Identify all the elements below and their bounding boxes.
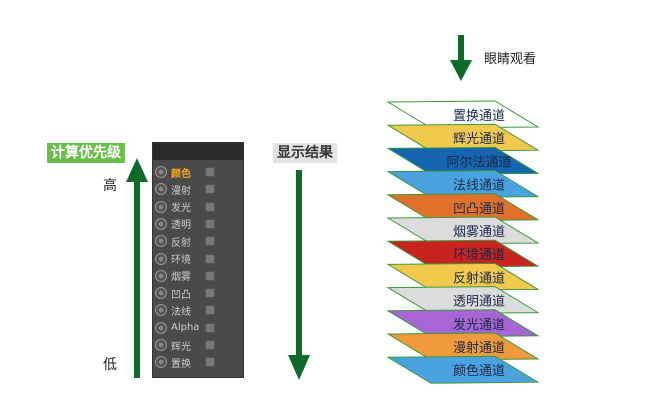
channel-row[interactable]: 颜色 bbox=[155, 164, 215, 180]
layer-plane bbox=[386, 100, 540, 129]
channel-label: 透明 bbox=[171, 220, 191, 232]
layer-label: 阿尔法通道 bbox=[446, 155, 511, 170]
channel-panel: 颜色漫射发光透明反射环境烟雾凹凸法线 Alpha 辉光置换 bbox=[152, 142, 244, 378]
checkbox[interactable] bbox=[205, 288, 215, 299]
layer-plane bbox=[386, 332, 540, 361]
checkbox[interactable] bbox=[205, 253, 215, 264]
channel-row[interactable]: 漫射 bbox=[155, 181, 215, 197]
channel-row[interactable]: 置换 bbox=[155, 354, 215, 370]
channel-label: 烟雾 bbox=[171, 272, 191, 284]
checkbox[interactable] bbox=[205, 270, 215, 281]
layer-plane bbox=[386, 216, 540, 245]
radio-icon[interactable] bbox=[155, 321, 167, 334]
high-label: 高 bbox=[103, 178, 117, 194]
channel-row[interactable]: 环境 bbox=[155, 251, 215, 267]
layer-plane bbox=[386, 146, 540, 175]
radio-icon[interactable] bbox=[155, 269, 167, 282]
radio-icon[interactable] bbox=[155, 252, 167, 265]
layer-label: 法线通道 bbox=[453, 179, 505, 194]
checkbox[interactable] bbox=[205, 236, 215, 247]
layer-label: 辉光通道 bbox=[453, 132, 505, 147]
panel-header bbox=[153, 143, 243, 160]
channel-label: 辉光 bbox=[171, 341, 191, 353]
channel-row[interactable]: 烟雾 bbox=[155, 268, 215, 284]
channel-label: 法线 bbox=[171, 306, 191, 318]
result-down-arrow bbox=[288, 170, 310, 380]
radio-icon[interactable] bbox=[155, 166, 167, 178]
radio-icon[interactable] bbox=[155, 183, 167, 196]
checkbox[interactable] bbox=[205, 357, 215, 368]
channel-row[interactable]: 凹凸 bbox=[155, 285, 215, 301]
channel-row[interactable]: 反射 bbox=[155, 233, 215, 249]
radio-icon[interactable] bbox=[155, 200, 167, 213]
channel-label: Alpha bbox=[171, 322, 200, 334]
channel-label: 反射 bbox=[171, 237, 191, 249]
layer-label: 环境通道 bbox=[453, 248, 505, 263]
layer-label: 发光通道 bbox=[453, 317, 505, 333]
radio-icon[interactable] bbox=[155, 356, 167, 369]
layer-label: 凹凸通道 bbox=[453, 202, 505, 217]
low-label: 低 bbox=[103, 357, 117, 373]
channel-label: 颜色 bbox=[171, 168, 191, 180]
radio-icon[interactable] bbox=[155, 235, 167, 248]
eye-label: 眼睛观看 bbox=[484, 52, 537, 67]
layer-label: 烟雾通道 bbox=[453, 225, 505, 240]
radio-icon[interactable] bbox=[155, 304, 167, 317]
radio-icon[interactable] bbox=[155, 339, 167, 351]
checkbox[interactable] bbox=[205, 184, 215, 195]
channel-row[interactable]: Alpha bbox=[155, 320, 215, 336]
layer-plane bbox=[386, 262, 540, 291]
channel-row[interactable]: 法线 bbox=[155, 302, 215, 318]
layer-label: 反射通道 bbox=[453, 270, 505, 286]
channel-label: 置换 bbox=[171, 358, 191, 370]
priority-up-arrow bbox=[126, 158, 148, 378]
layer-label: 漫射通道 bbox=[453, 340, 505, 356]
layer-label: 颜色通道 bbox=[453, 363, 505, 379]
result-label: 显示结果 bbox=[273, 143, 337, 163]
eye-down-arrow bbox=[450, 35, 472, 81]
channel-row[interactable]: 透明 bbox=[155, 216, 215, 232]
priority-label: 计算优先级 bbox=[47, 143, 125, 163]
checkbox[interactable] bbox=[205, 167, 215, 177]
layer-plane bbox=[386, 193, 540, 222]
layer-label: 透明通道 bbox=[453, 295, 505, 310]
checkbox[interactable] bbox=[205, 218, 215, 229]
checkbox[interactable] bbox=[205, 201, 215, 212]
channel-label: 发光 bbox=[171, 203, 191, 215]
layer-plane bbox=[386, 286, 540, 315]
channel-label: 漫射 bbox=[171, 185, 191, 197]
layer-plane bbox=[386, 123, 540, 152]
layer-plane bbox=[386, 355, 540, 384]
radio-icon[interactable] bbox=[155, 217, 167, 230]
checkbox[interactable] bbox=[205, 305, 215, 316]
channel-label: 环境 bbox=[171, 255, 191, 266]
channel-row[interactable]: 发光 bbox=[155, 199, 215, 215]
checkbox[interactable] bbox=[205, 340, 215, 350]
radio-icon[interactable] bbox=[155, 287, 167, 300]
layer-plane bbox=[386, 170, 540, 199]
channel-label: 凹凸 bbox=[171, 289, 191, 301]
checkbox[interactable] bbox=[205, 322, 215, 333]
layer-plane bbox=[386, 239, 540, 268]
channel-row[interactable]: 辉光 bbox=[155, 337, 215, 353]
layer-plane bbox=[386, 309, 540, 338]
layer-label: 置换通道 bbox=[453, 109, 505, 124]
